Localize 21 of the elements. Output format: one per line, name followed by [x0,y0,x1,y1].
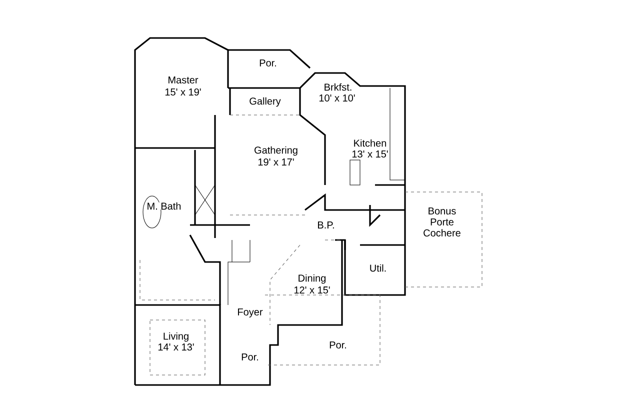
room-label: Por. [259,60,277,66]
room-label: Por. [241,354,259,360]
room-label: 12' x 15' [294,286,330,294]
room-label: Por. [329,342,347,348]
room-label: Brkfst. [324,83,352,91]
room-label: M. Bath [146,202,182,210]
room-label: B.P. [317,222,335,228]
room-label: 14' x 13' [158,343,194,351]
room-label: Dining [298,274,326,284]
room-label: 13' x 15' [352,150,388,158]
room-label: Util. [369,264,387,272]
room-label: Kitchen [353,139,387,147]
room-label: Bonus Porte Cochere [416,208,468,236]
room-label: Living [162,332,190,342]
room-label: Master [168,76,198,84]
room-label: Foyer [237,308,263,318]
room-label: 19' x 17' [258,158,294,166]
room-label: Gathering [254,146,298,156]
room-label: 15' x 19' [164,88,202,96]
room-label: Gallery [249,97,281,107]
room-label: 10' x 10' [318,94,356,102]
